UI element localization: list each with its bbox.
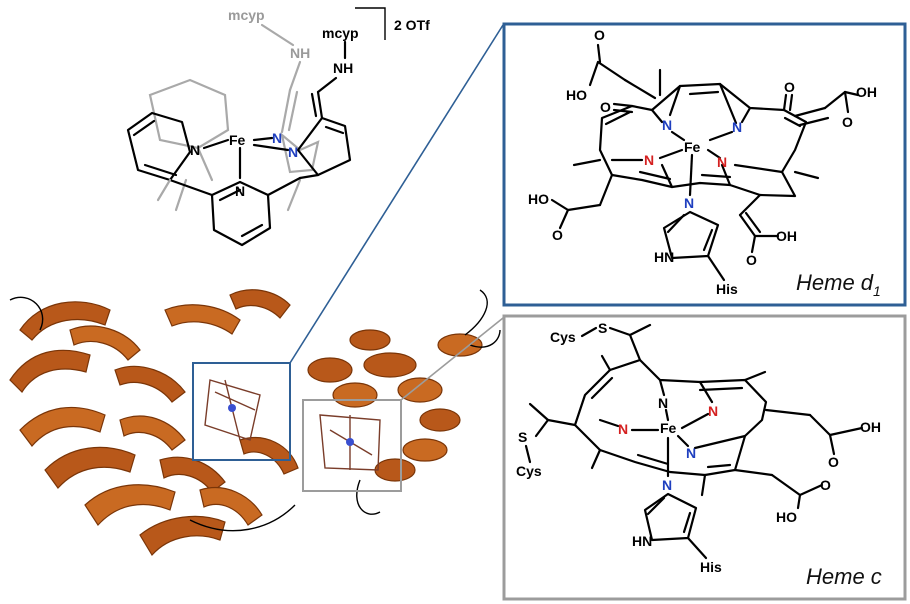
- heme-d1-title: Heme d1: [796, 270, 881, 299]
- nh-black-label: NH: [333, 60, 353, 76]
- d1-ketone-o-right: O: [784, 79, 795, 95]
- heme-d1-title-base: Heme d: [796, 270, 874, 295]
- heme-d1-structure: N N N N Fe O O O HO OH O O HO: [528, 27, 881, 299]
- d1-acid-o-tr: O: [842, 114, 853, 130]
- d1-fe-atom: Fe: [684, 139, 701, 155]
- n-blue-1: N: [272, 130, 282, 146]
- nh-gray-label: NH: [290, 45, 310, 61]
- d1-ketone-o-left: O: [600, 99, 611, 115]
- d1-n-top-right: N: [732, 119, 742, 135]
- fe-atom-complex: Fe: [229, 132, 246, 148]
- c-cys-left: Cys: [516, 463, 542, 479]
- c-his-n-top: N: [662, 477, 672, 493]
- c-his-hn-h: HN: [632, 533, 652, 549]
- n-pyridine-center: N: [235, 183, 245, 199]
- c-n-bottom: N: [686, 445, 696, 461]
- fe-complex-structure: 2 OTf mcyp NH mcyp NH: [126, 7, 430, 247]
- heme-c-panel: [502, 314, 907, 601]
- c-acid-oh-top: OH: [860, 419, 881, 435]
- d1-his-n-top: N: [684, 195, 694, 211]
- c-n-top: N: [658, 395, 668, 411]
- d1-acid-ho-bl: HO: [528, 191, 549, 207]
- heme-d1-title-sub: 1: [873, 283, 881, 299]
- mcyp-black-label: mcyp: [322, 25, 359, 41]
- heme-c-title: Heme c: [806, 564, 882, 589]
- heme-c-structure: N N N N Fe S Cys S Cys OH O: [516, 320, 882, 589]
- heme-d1-panel: [502, 22, 907, 307]
- c-acid-o-top: O: [828, 454, 839, 470]
- c-n-top-right: N: [708, 403, 718, 419]
- c-n-left: N: [618, 421, 628, 437]
- n-blue-2: N: [288, 144, 298, 160]
- c-his-label: His: [700, 559, 722, 575]
- c-s-left: S: [518, 429, 527, 445]
- d1-acid-oh-br: OH: [776, 228, 797, 244]
- d1-n-top-left: N: [662, 117, 672, 133]
- n-pyridine-left: N: [190, 142, 200, 158]
- d1-n-bottom-right: N: [717, 154, 727, 170]
- d1-acid-o-br: O: [746, 252, 757, 268]
- counterion-label: 2 OTf: [394, 17, 430, 33]
- c-cys-top: Cys: [550, 329, 576, 345]
- d1-acid-ho-tl: HO: [566, 87, 587, 103]
- c-acid-ho-bottom: HO: [776, 509, 797, 525]
- d1-his-label: His: [716, 281, 738, 297]
- mcyp-gray-label: mcyp: [228, 7, 265, 23]
- d1-his-hn-h: HN: [654, 249, 674, 265]
- c-fe-atom: Fe: [660, 420, 677, 436]
- c-s-top: S: [598, 320, 607, 336]
- d1-acid-o-bl: O: [552, 227, 563, 243]
- protein-cartoon: [9, 289, 501, 557]
- heme-d1-zoom-box: [192, 362, 291, 461]
- d1-acid-o-tl: O: [594, 27, 605, 43]
- d1-n-bottom-left: N: [644, 152, 654, 168]
- c-acid-o-bottom: O: [820, 477, 831, 493]
- d1-acid-oh-tr: OH: [856, 84, 877, 100]
- heme-c-zoom-box: [302, 399, 402, 492]
